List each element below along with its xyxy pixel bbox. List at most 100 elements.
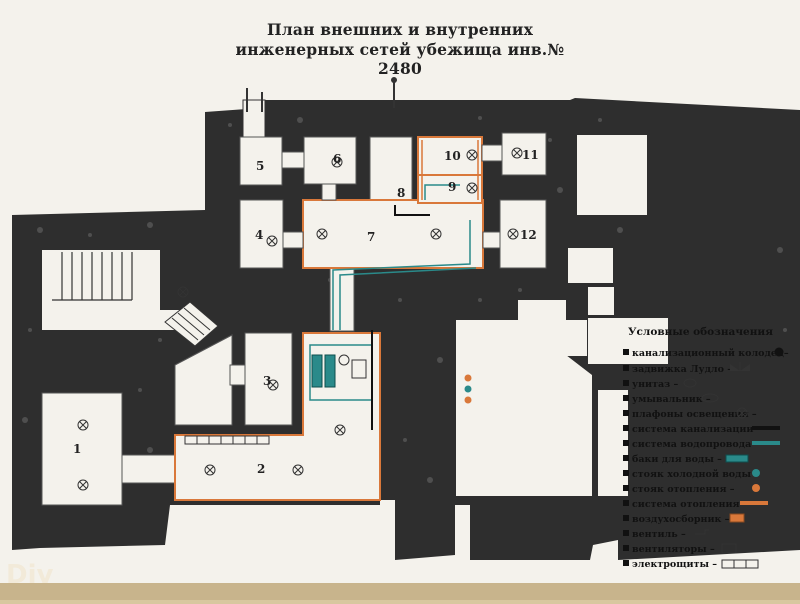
lamp-icon <box>334 424 346 436</box>
gate-valve-icon <box>730 362 750 371</box>
room-6 <box>303 136 357 185</box>
water-line-icon <box>752 441 780 445</box>
frame-edge <box>0 583 800 600</box>
lamp-icon <box>736 407 748 419</box>
fan-icon <box>721 543 737 554</box>
ventilation-shafts <box>242 77 397 139</box>
legend: Условные обозначения канализационный кол… <box>623 326 789 570</box>
legend-item: канализационный колодец– <box>623 347 789 359</box>
room-label-12: 12 <box>520 228 537 242</box>
ground-texture <box>22 116 787 483</box>
room-label-6: 6 <box>333 152 341 166</box>
switchboards <box>184 435 270 445</box>
toilet-icon <box>683 378 697 388</box>
legend-item: задвижка Лудло – <box>623 362 750 375</box>
room-label-4: 4 <box>255 228 263 242</box>
legend-title: Условные обозначения <box>628 326 773 338</box>
lamp-icon <box>466 149 478 161</box>
heating-system <box>421 140 479 200</box>
sewer-line-icon <box>752 426 780 430</box>
lamp-icon <box>266 235 278 247</box>
sewer-system <box>371 205 430 430</box>
room-11 <box>501 132 547 176</box>
room-4 <box>239 199 284 269</box>
room-vestibule <box>174 334 233 426</box>
air-collector-icon <box>729 513 745 523</box>
svg-text:баки для воды –: баки для воды – <box>632 454 722 465</box>
room-label-2: 2 <box>257 462 265 476</box>
legend-item: система отопления – <box>623 499 768 510</box>
heating-line-icon <box>740 501 768 505</box>
lamp-icon <box>267 379 279 391</box>
corridor-1-2 <box>121 454 176 484</box>
plan-title-line-1: План внешних и внутренних <box>266 20 534 39</box>
svg-text:воздухосборник –: воздухосборник – <box>632 514 730 525</box>
room-3 <box>244 332 293 426</box>
valve-icon <box>695 529 709 535</box>
legend-item: вентиляторы – <box>623 543 737 555</box>
svg-text:умывальник –: умывальник – <box>632 394 711 405</box>
legend-item: плафоны освещения – <box>623 407 757 420</box>
lamp-icon <box>292 464 304 476</box>
lamp-icon <box>507 228 519 240</box>
room-label-7: 7 <box>367 230 375 244</box>
svg-text:канализационный колодец–: канализационный колодец– <box>632 348 789 359</box>
watermark: Div <box>6 560 54 590</box>
water-tanks <box>311 354 367 388</box>
lamp-icon <box>466 182 478 194</box>
room-label-10: 10 <box>444 149 461 163</box>
lamp-icon <box>430 228 442 240</box>
corridor-7-2 <box>329 264 355 332</box>
legend-item: система водопровода – <box>623 439 780 450</box>
svg-text:система канализации –: система канализации – <box>632 424 762 435</box>
room-label-1: 1 <box>73 442 81 456</box>
room-label-3: 3 <box>263 374 271 388</box>
room-8 <box>369 136 413 206</box>
room-label-5: 5 <box>256 159 264 173</box>
legend-item: умывальник – <box>623 393 719 405</box>
svg-text:вентиль –: вентиль – <box>632 529 686 540</box>
room-labels: 1 2 3 4 5 6 7 8 9 10 11 12 <box>73 148 539 476</box>
room-1 <box>41 392 123 506</box>
plan-title-line-2: инженерных сетей убежища инв.№ 2480 <box>235 40 565 78</box>
svg-text:задвижка Лудло –: задвижка Лудло – <box>632 364 732 375</box>
lamp-icon <box>177 286 189 298</box>
svg-text:система отопления –: система отопления – <box>632 499 748 510</box>
legend-item: унитаз – <box>623 378 697 390</box>
svg-text:плафоны освещения –: плафоны освещения – <box>632 409 757 420</box>
water-tank-icon <box>725 454 749 463</box>
lamp-icon <box>511 147 523 159</box>
svg-text:стояк холодной воды –: стояк холодной воды – <box>632 469 759 480</box>
svg-text:вентиляторы –: вентиляторы – <box>632 544 715 555</box>
staircase <box>42 250 219 347</box>
outer-structures <box>456 135 668 496</box>
legend-item: вентиль – <box>623 529 709 540</box>
lamp-icon <box>77 479 89 491</box>
washbasin-icon <box>701 393 719 403</box>
legend-item: баки для воды – <box>623 454 749 465</box>
legend-item: стояк холодной воды – <box>623 469 760 480</box>
lamp-icon <box>331 156 343 168</box>
door-connectors <box>229 144 503 386</box>
room-5 <box>239 136 283 186</box>
svg-text:электрощиты –: электрощиты – <box>632 559 717 570</box>
lamp-icon <box>204 464 216 476</box>
room-label-11: 11 <box>522 148 539 162</box>
lamps <box>77 147 523 491</box>
lamp-icon <box>316 228 328 240</box>
room-label-9: 9 <box>448 180 456 194</box>
room-7 <box>302 199 484 269</box>
legend-item: воздухосборник – <box>623 513 745 525</box>
svg-text:стояк отопления –: стояк отопления – <box>632 484 735 495</box>
risers <box>464 374 472 404</box>
room-label-8: 8 <box>397 186 405 200</box>
cold-riser-icon <box>752 469 760 477</box>
lamp-icon <box>77 419 89 431</box>
legend-item: система канализации – <box>623 424 780 435</box>
switchboard-icon <box>721 559 759 569</box>
legend-item: стояк отопления – <box>623 484 760 495</box>
manhole-icon <box>774 347 784 357</box>
svg-text:система водопровода –: система водопровода – <box>632 439 760 450</box>
